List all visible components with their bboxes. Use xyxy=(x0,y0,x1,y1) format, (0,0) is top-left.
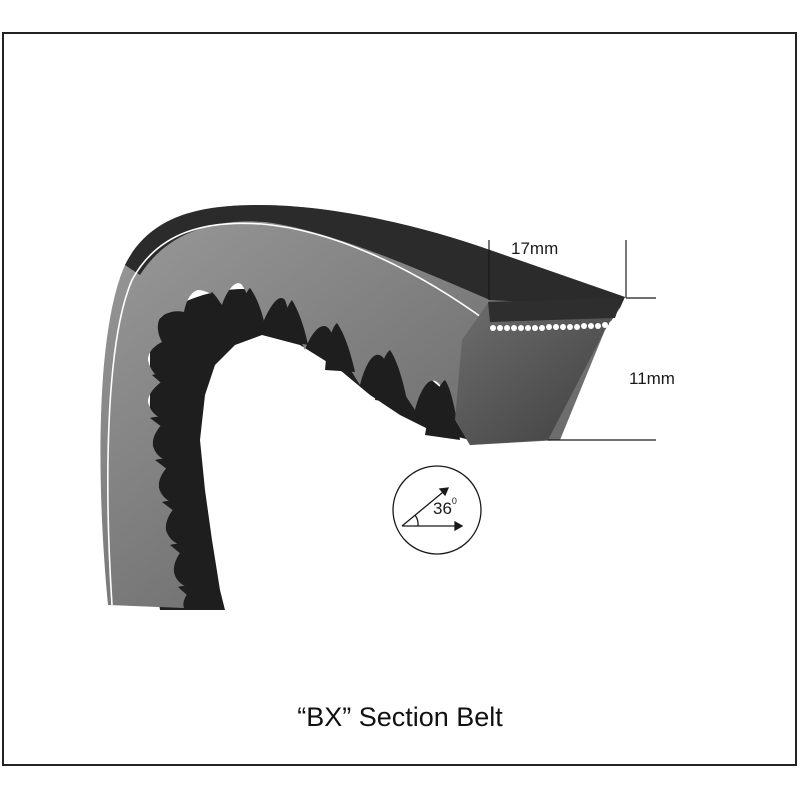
angle-label: 360 xyxy=(433,496,457,519)
angle-circle xyxy=(392,465,482,555)
angle-slanted-arrow xyxy=(401,487,449,527)
belt-cross-section-top xyxy=(488,298,622,322)
angle-degree-mark: 0 xyxy=(451,496,457,507)
angle-value: 36 xyxy=(433,499,452,518)
angle-symbol xyxy=(392,465,482,555)
belt-highlight-line xyxy=(107,222,489,606)
height-dimension-label: 11mm xyxy=(629,369,675,388)
belt-cog-teeth xyxy=(150,288,460,605)
belt-top-band xyxy=(125,205,625,308)
angle-arc xyxy=(414,514,419,527)
diagram-caption: “BX” Section Belt xyxy=(297,702,503,732)
dimension-lines xyxy=(488,240,656,441)
width-dimension-label: 17mm xyxy=(511,239,559,258)
belt-cross-section xyxy=(455,300,620,445)
belt-cord-dots xyxy=(490,321,615,331)
